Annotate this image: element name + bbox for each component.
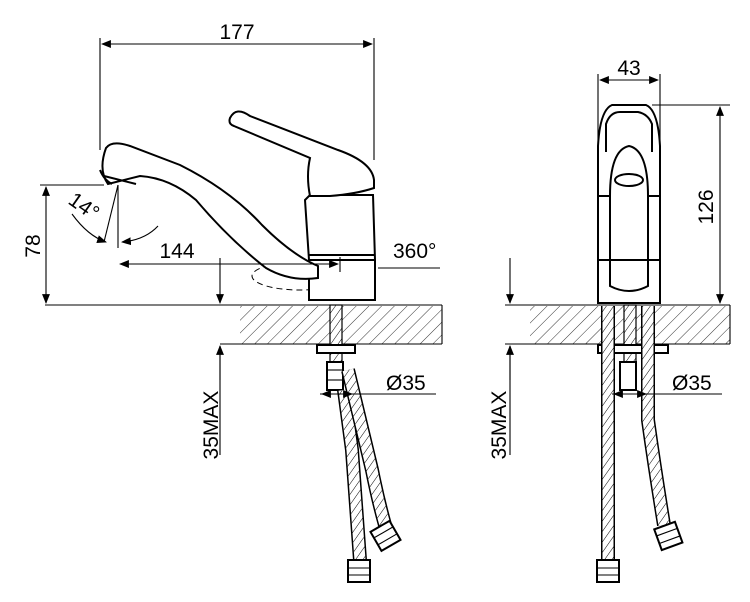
hoses-side	[337, 368, 402, 583]
lever-handle-side	[228, 110, 375, 197]
dimension-reach-side: 144	[119, 240, 341, 272]
max-thickness-front-label: 35MAX	[488, 391, 511, 460]
shank-front	[597, 304, 669, 391]
hole-diameter-side-label: Ø35	[386, 372, 426, 395]
rotation-label-group: 360°	[378, 240, 440, 269]
hole-diameter-front-label: Ø35	[672, 372, 712, 395]
max-thickness-side-label: 35MAX	[200, 391, 223, 460]
max-thickness-side: 35MAX	[200, 258, 224, 460]
spout-side	[101, 142, 319, 280]
dimension-height-side-label: 78	[22, 234, 45, 257]
countertop-front	[505, 304, 731, 345]
dimension-width-front-label: 43	[617, 57, 640, 80]
dimension-width-side: 177	[99, 21, 375, 160]
dimension-width-side-label: 177	[219, 21, 254, 44]
max-thickness-front: 35MAX	[488, 258, 514, 460]
dimension-reach-side-label: 144	[159, 240, 194, 263]
angle-label: 14°	[64, 188, 103, 225]
angle-indicator: 14°	[64, 184, 159, 248]
countertop-side	[45, 304, 443, 345]
hole-diameter-side: Ø35	[320, 372, 436, 398]
faucet-body-front	[597, 104, 661, 304]
side-view: 177 78 14° 144 360°	[22, 21, 443, 583]
rotation-label: 360°	[393, 240, 436, 263]
dimension-height-side: 78	[22, 184, 104, 304]
front-view: 43 126 Ø35 35MAX	[488, 57, 731, 583]
dimension-height-front-label: 126	[695, 189, 718, 224]
hoses-front	[596, 306, 684, 583]
hole-diameter-front: Ø35	[612, 372, 722, 398]
dimension-width-front: 43	[597, 57, 661, 140]
faucet-body-side	[303, 194, 376, 301]
dimension-height-front: 126	[652, 104, 730, 304]
